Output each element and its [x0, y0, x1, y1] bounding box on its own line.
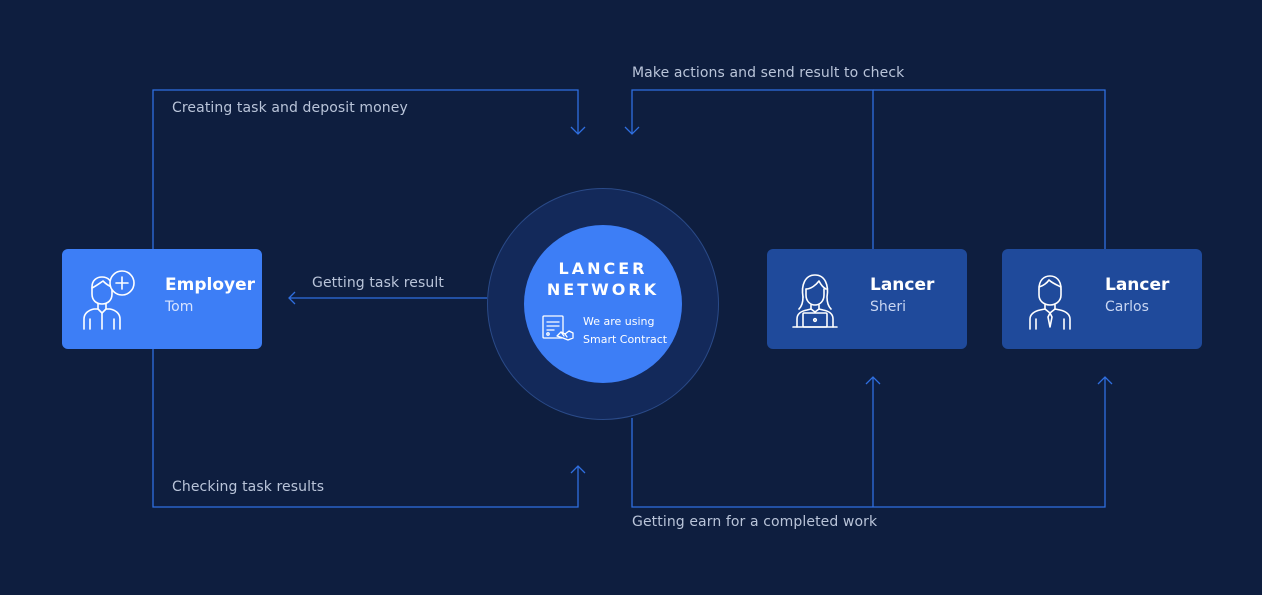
employer-name: Tom: [165, 299, 194, 315]
arrowhead-earn-sheri: [865, 376, 881, 385]
arrowhead-task-result: [288, 291, 296, 305]
flow-label-earn: Getting earn for a completed work: [632, 514, 878, 530]
arrowhead-earn-carlos: [1097, 376, 1113, 385]
woman-laptop-icon: [792, 274, 838, 328]
arrowhead-create-task: [570, 126, 586, 135]
hub-title: LANCER NETWORK: [524, 258, 682, 300]
contract-handshake-icon: [542, 315, 574, 341]
connector-check-results: [152, 349, 579, 508]
connector-make-actions: [631, 89, 874, 249]
user-add-icon: [83, 270, 135, 330]
flow-label-task-result: Getting task result: [312, 275, 444, 291]
hub-subtitle-line1: We are using: [583, 315, 655, 328]
flow-label-create-task: Creating task and deposit money: [172, 100, 408, 116]
arrowhead-check-results: [570, 465, 586, 474]
connector-make-actions-carlos: [873, 89, 1106, 249]
man-tie-icon: [1029, 275, 1071, 330]
flow-label-make-actions: Make actions and send result to check: [632, 65, 905, 81]
hub-title-line2: NETWORK: [546, 280, 660, 299]
lancer-card-sheri: Lancer Sheri: [767, 249, 967, 349]
lancer-role-sheri: Lancer: [870, 275, 935, 295]
connector-create-task: [152, 89, 579, 249]
lancer-name-carlos: Carlos: [1105, 299, 1149, 315]
lancer-name-sheri: Sheri: [870, 299, 907, 315]
connector-earn: [631, 377, 1106, 508]
hub-subtitle: We are using Smart Contract: [583, 313, 667, 349]
employer-role: Employer: [165, 275, 255, 295]
flow-label-check-results: Checking task results: [172, 479, 325, 495]
hub-subtitle-line2: Smart Contract: [583, 333, 668, 346]
hub-title-line1: LANCER: [558, 259, 648, 278]
lancer-role-carlos: Lancer: [1105, 275, 1170, 295]
arrowhead-make-actions: [624, 126, 640, 135]
employer-card: Employer Tom: [62, 249, 262, 349]
lancer-card-carlos: Lancer Carlos: [1002, 249, 1202, 349]
hub-circle: [524, 225, 682, 383]
